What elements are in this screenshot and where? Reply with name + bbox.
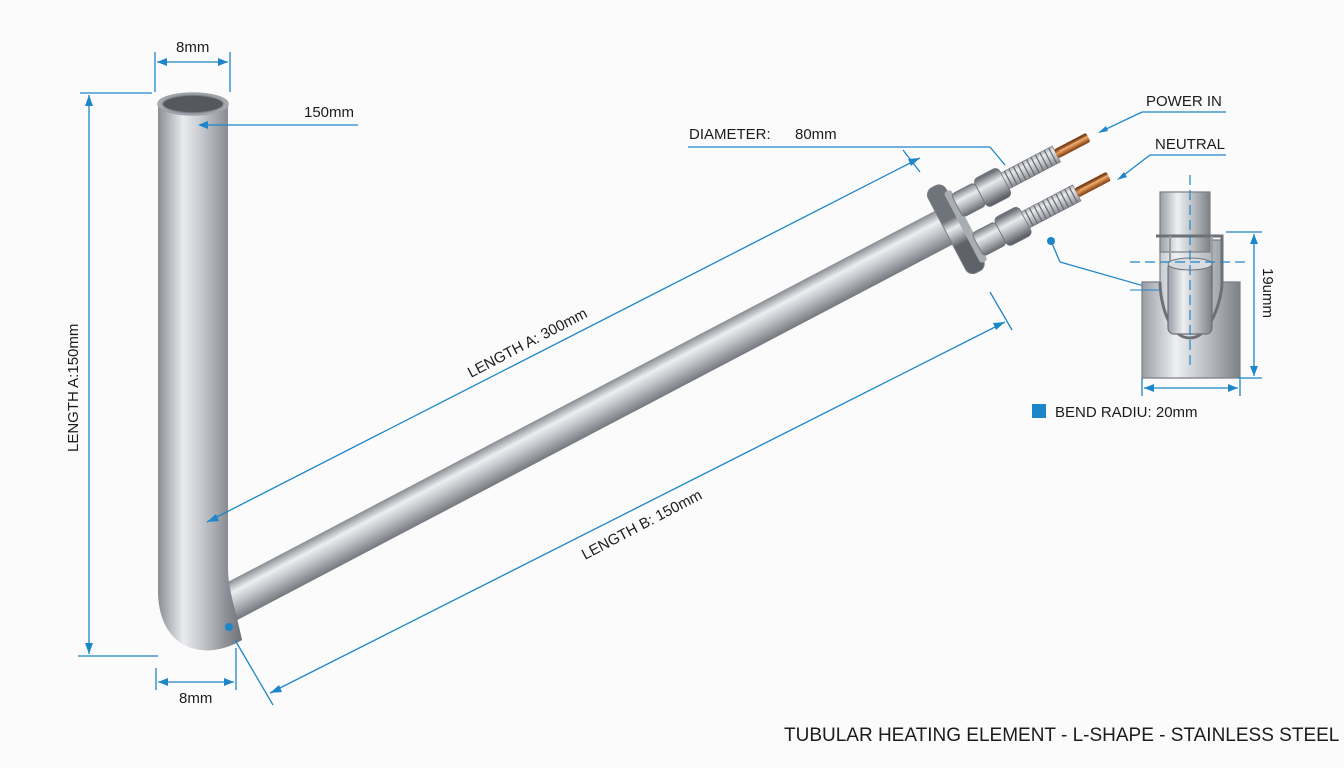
dimension-lines	[78, 52, 1226, 706]
diameter-label: DIAMETER:	[689, 126, 771, 143]
bend-radius-legend-square	[1032, 404, 1046, 418]
tube-vertical-leg	[158, 104, 242, 651]
diameter-value: 80mm	[795, 126, 837, 143]
diagonal-length-a-label: LENGTH A: 300mm	[465, 305, 590, 382]
terminal-neutral	[972, 172, 1111, 256]
bend-radius-label: BEND RADIU: 20mm	[1055, 404, 1198, 421]
diagonal-length-b-label: LENGTH B: 150mm	[579, 486, 705, 563]
top-width-label: 8mm	[176, 39, 209, 56]
neutral-label: NEUTRAL	[1155, 136, 1225, 153]
detail-inset	[1032, 175, 1262, 418]
labels: 8mm 150mm LENGTH A:150mm 8mm LENGTH A: 3…	[65, 39, 1339, 746]
top-callout-label: 150mm	[304, 104, 354, 121]
diagram-title: TUBULAR HEATING ELEMENT - L-SHAPE - STAI…	[784, 725, 1339, 746]
vertical-length-label: LENGTH A:150mm	[65, 324, 82, 452]
terminal-assembly	[926, 133, 1111, 275]
bottom-width-label: 8mm	[179, 690, 212, 707]
terminal-power-in	[952, 133, 1090, 217]
detail-height-label: 19umm	[1259, 268, 1276, 318]
power-in-label: POWER IN	[1146, 93, 1222, 110]
tube-diagonal-leg	[216, 209, 956, 622]
heating-tube	[157, 92, 1111, 651]
